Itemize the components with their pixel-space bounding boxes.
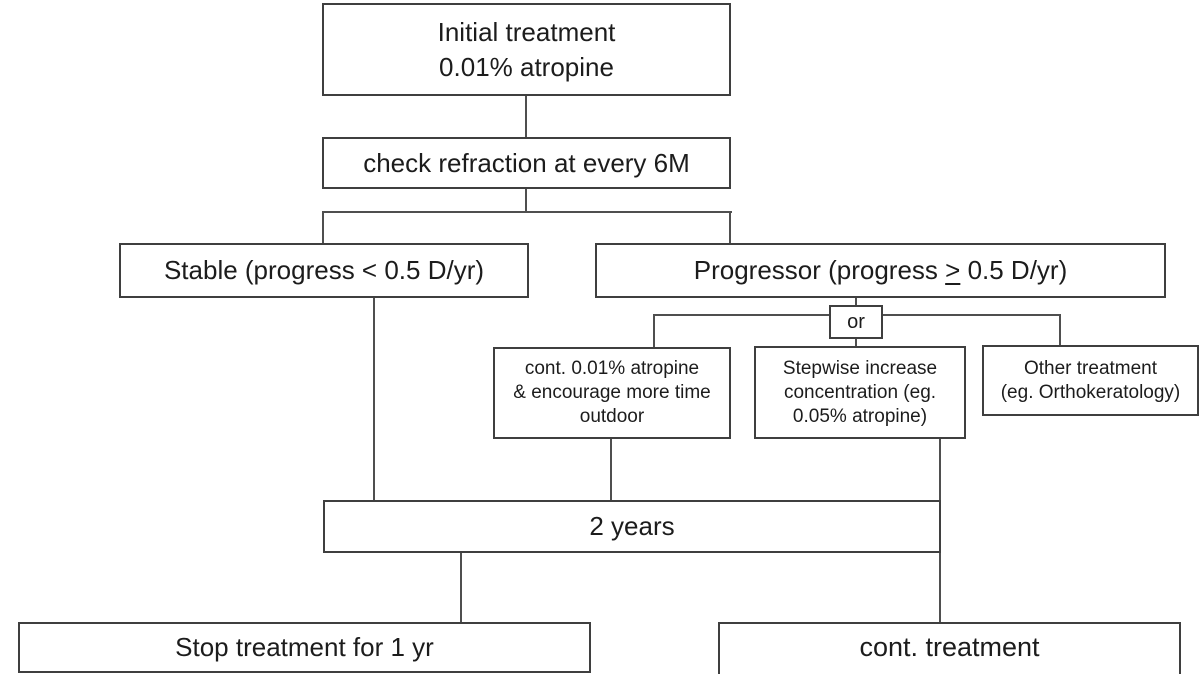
node-other-treatment: Other treatment (eg. Orthokeratology): [982, 345, 1199, 416]
node-label: 2 years: [589, 511, 675, 541]
node-stepwise-increase: Stepwise increase concentration (eg. 0.0…: [754, 346, 966, 439]
node-label: outdoor: [579, 406, 645, 427]
node-label: concentration (eg.: [783, 381, 937, 403]
edge-or-to-cont-atropine: [653, 314, 655, 349]
node-label: & encourage more time: [513, 382, 711, 403]
node-label: Initial treatment: [437, 16, 616, 47]
node-label: Stable (progress < 0.5 D/yr): [163, 255, 485, 285]
edge-branch-to-stable: [322, 211, 324, 245]
node-two-years: 2 years: [323, 500, 941, 553]
progressor-suffix: 0.5 D/yr): [960, 255, 1068, 285]
edge-stable-to-two-years: [373, 297, 375, 502]
edge-check-to-branch: [525, 188, 527, 213]
node-initial-treatment: Initial treatment 0.01% atropine: [322, 3, 731, 96]
edge-or-to-stepwise: [855, 337, 857, 348]
node-label: cont. treatment: [859, 632, 1040, 662]
edge-cont-atropine-to-two-years: [610, 438, 612, 502]
node-label: or: [847, 310, 865, 333]
progressor-prefix: Progressor (progress: [693, 255, 946, 285]
edge-branch-to-progressor: [729, 211, 731, 245]
node-label: check refraction at every 6M: [363, 147, 690, 178]
node-progressor: Progressor (progress > 0.5 D/yr): [595, 243, 1166, 298]
node-cont-treatment: cont. treatment: [718, 622, 1181, 674]
greater-equal-symbol: >: [945, 255, 961, 285]
node-label: 0.01% atropine: [439, 51, 614, 82]
node-check-refraction: check refraction at every 6M: [322, 137, 731, 189]
edge-two-years-to-stop: [460, 551, 462, 624]
node-label: Stop treatment for 1 yr: [175, 632, 434, 662]
edge-progressor-to-or: [855, 297, 857, 307]
node-label: (eg. Orthokeratology): [1000, 381, 1181, 403]
node-stop-treatment: Stop treatment for 1 yr: [18, 622, 591, 673]
node-label: 0.05% atropine): [792, 405, 928, 427]
node-or: or: [829, 305, 883, 339]
node-label: cont. 0.01% atropine: [524, 358, 700, 379]
edge-branch-horizontal: [322, 211, 732, 213]
node-label: Progressor (progress > 0.5 D/yr): [694, 253, 1068, 288]
node-label: Other treatment: [1023, 357, 1158, 379]
node-cont-atropine-outdoor: cont. 0.01% atropine & encourage more ti…: [493, 347, 731, 439]
edge-or-to-other: [1059, 314, 1061, 347]
edge-initial-to-check: [525, 96, 527, 138]
node-stable: Stable (progress < 0.5 D/yr): [119, 243, 529, 298]
node-label: Stepwise increase: [782, 357, 938, 379]
